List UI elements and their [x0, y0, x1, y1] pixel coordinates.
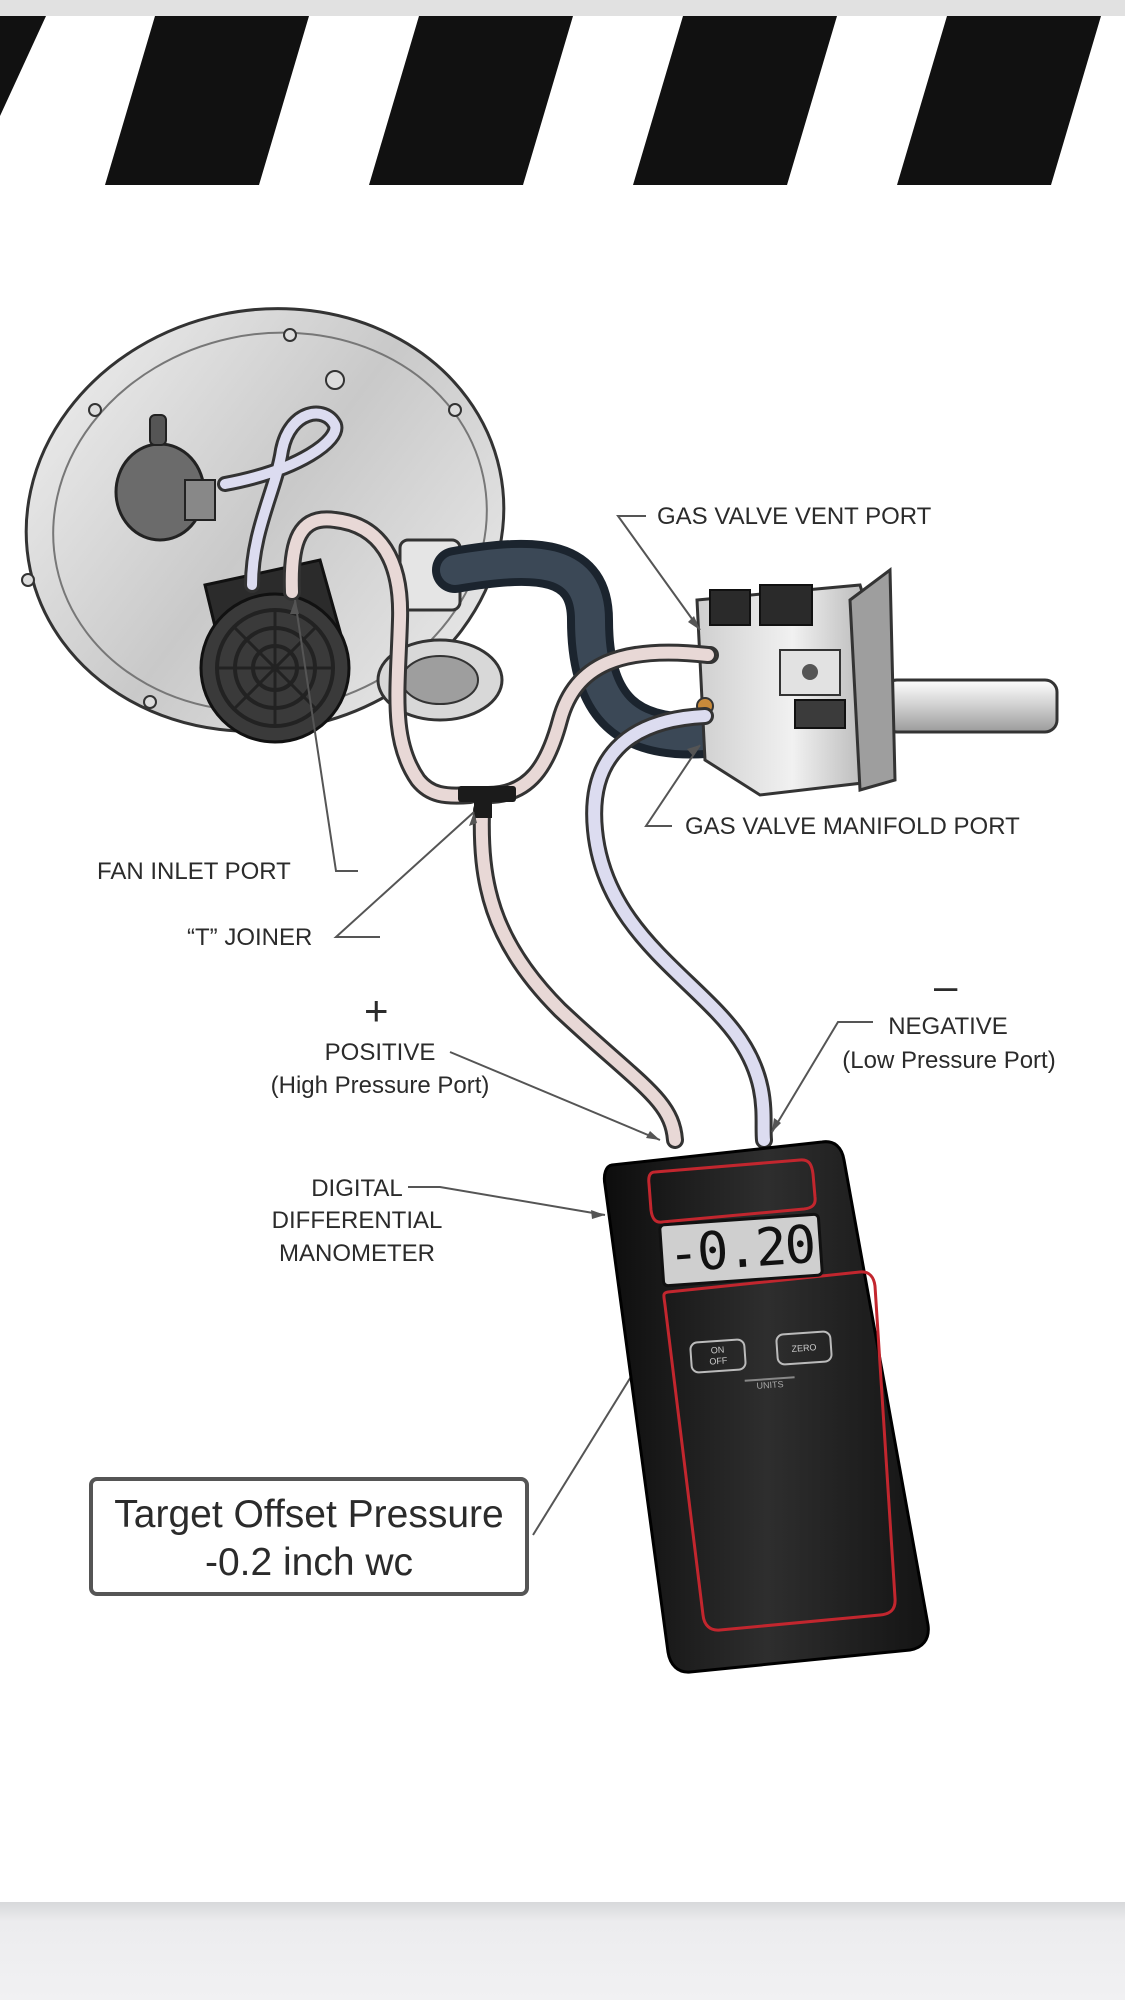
positive-sub-label: (High Pressure Port) [270, 1072, 490, 1099]
positive-sign: + [364, 987, 389, 1034]
negative-sub-label: (Low Pressure Port) [842, 1047, 1056, 1074]
manometer-label-line1: DIGITAL [311, 1175, 403, 1202]
top-edge-bar [0, 0, 1125, 16]
negative-label: NEGATIVE [888, 1013, 1008, 1040]
gas-valve [695, 567, 1059, 797]
positive-label: POSITIVE [324, 1039, 436, 1066]
negative-sign: – [934, 962, 958, 1009]
gas-valve-manifold-port-label: GAS VALVE MANIFOLD PORT [685, 813, 1020, 840]
manometer-display: -0.20 [657, 1212, 825, 1288]
fan-inlet-port-label: FAN INLET PORT [97, 858, 291, 885]
bottom-edge-bar [0, 1902, 1125, 2000]
manometer-label-line3: MANOMETER [279, 1240, 435, 1267]
target-offset-pressure-box: Target Offset Pressure -0.2 inch wc [89, 1477, 529, 1596]
blower-housing [21, 307, 506, 744]
manometer-reading: -0.20 [665, 1214, 817, 1286]
zero-button[interactable]: ZERO [774, 1330, 834, 1366]
on-off-button[interactable]: ON OFF [688, 1338, 748, 1374]
t-joiner-label: “T” JOINER [187, 924, 313, 951]
manometer-label-line2: DIFFERENTIAL [271, 1207, 443, 1234]
hazard-stripe-banner [0, 16, 1101, 185]
t-joiner [458, 786, 516, 802]
zero-label: ZERO [791, 1342, 817, 1354]
target-value: -0.2 inch wc [204, 1541, 414, 1584]
target-title: Target Offset Pressure [114, 1493, 504, 1536]
gas-valve-vent-port-label: GAS VALVE VENT PORT [657, 503, 932, 530]
off-label: OFF [709, 1355, 728, 1367]
